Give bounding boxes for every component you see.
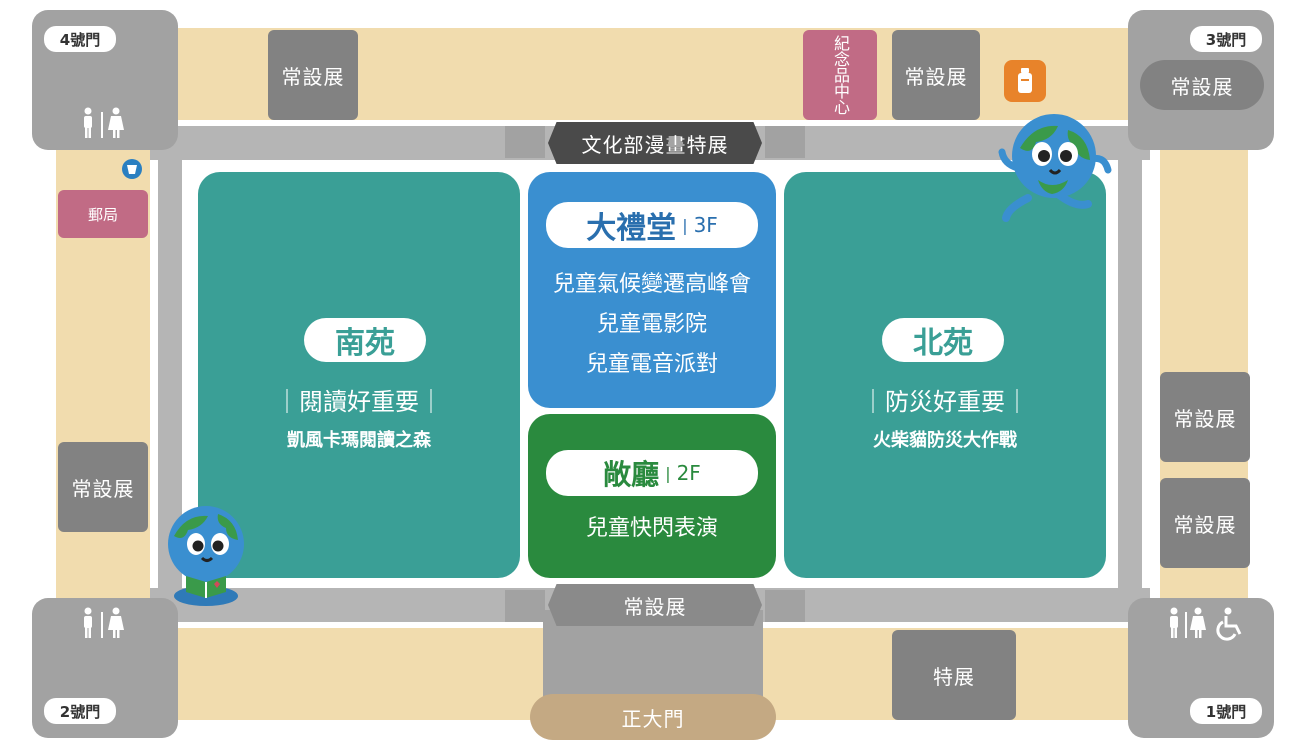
hall-2f-event-1: 兒童快閃表演 xyxy=(585,516,718,541)
north-garden-subtitle: ｜防災好重要｜ xyxy=(861,388,1029,416)
corridor-connector-top xyxy=(505,126,805,158)
south-garden-activity: 凱風卡瑪閱讀之森 xyxy=(287,430,431,451)
auditorium-event-2: 兒童電影院 xyxy=(596,312,707,337)
south-garden-subtitle: ｜閱讀好重要｜ xyxy=(275,388,443,416)
nursing-room-icon xyxy=(122,159,142,179)
north-garden-title: 北苑 xyxy=(913,326,973,361)
earth-mascot-reading xyxy=(168,506,244,606)
gate-4-label[interactable]: 4號門 xyxy=(44,26,116,52)
baby-care-icon xyxy=(1004,60,1046,102)
restroom-icon xyxy=(80,606,126,642)
title-divider: | xyxy=(682,215,688,235)
hall-2f-title: 敞廳 xyxy=(603,458,660,491)
auditorium-floor: 3F xyxy=(693,213,718,237)
souvenir-center[interactable]: 紀念品中心 xyxy=(803,30,877,120)
south-garden-title: 南苑 xyxy=(335,326,395,361)
restroom-icon xyxy=(80,106,126,142)
north-garden-activity: 火柴貓防災大作戰 xyxy=(873,430,1017,451)
auditorium-title-pill: 大禮堂 | 3F xyxy=(546,202,758,248)
permanent-exhibit-left[interactable]: 常設展 xyxy=(58,442,148,532)
auditorium-event-1: 兒童氣候變遷高峰會 xyxy=(552,272,751,297)
auditorium-3f[interactable]: 大禮堂 | 3F 兒童氣候變遷高峰會 兒童電影院 兒童電音派對 xyxy=(528,172,776,408)
hall-2f-title-pill: 敞廳 | 2F xyxy=(546,450,758,496)
bottom-corridor-banner[interactable]: 常設展 xyxy=(548,584,762,626)
gate-1-label[interactable]: 1號門 xyxy=(1190,698,1262,724)
auditorium-event-3: 兒童電音派對 xyxy=(585,352,718,377)
permanent-exhibit-top-left[interactable]: 常設展 xyxy=(268,30,358,120)
south-garden[interactable]: 南苑 ｜閱讀好重要｜ 凱風卡瑪閱讀之森 xyxy=(198,172,520,578)
gate-3-label[interactable]: 3號門 xyxy=(1190,26,1262,52)
hall-2f-floor: 2F xyxy=(676,461,701,485)
gate-2-label[interactable]: 2號門 xyxy=(44,698,116,724)
main-gate[interactable]: 正大門 xyxy=(530,694,776,740)
accessible-icon xyxy=(1216,607,1242,641)
souvenir-center-label: 紀念品中心 xyxy=(831,35,850,115)
north-garden-title-pill: 北苑 xyxy=(882,318,1004,362)
north-garden[interactable]: 北苑 ｜防災好重要｜ 火柴貓防災大作戰 xyxy=(784,172,1106,578)
title-divider: | xyxy=(665,463,671,483)
permanent-exhibit-gate3[interactable]: 常設展 xyxy=(1140,60,1264,110)
restroom-icon xyxy=(1166,606,1246,642)
right-corridor xyxy=(1118,126,1142,622)
hall-2f[interactable]: 敞廳 | 2F 兒童快閃表演 xyxy=(528,414,776,578)
auditorium-title: 大禮堂 xyxy=(586,211,677,246)
comic-exhibit-banner[interactable]: 文化部漫畫特展 xyxy=(548,122,762,164)
special-exhibit[interactable]: 特展 xyxy=(892,630,1016,720)
permanent-exhibit-top-right[interactable]: 常設展 xyxy=(892,30,980,120)
permanent-exhibit-right-1[interactable]: 常設展 xyxy=(1160,372,1250,462)
earth-mascot-running xyxy=(998,114,1112,222)
corridor-connector-bottom xyxy=(505,590,805,622)
post-office[interactable]: 郵局 xyxy=(58,190,148,238)
south-garden-title-pill: 南苑 xyxy=(304,318,426,362)
permanent-exhibit-right-2[interactable]: 常設展 xyxy=(1160,478,1250,568)
